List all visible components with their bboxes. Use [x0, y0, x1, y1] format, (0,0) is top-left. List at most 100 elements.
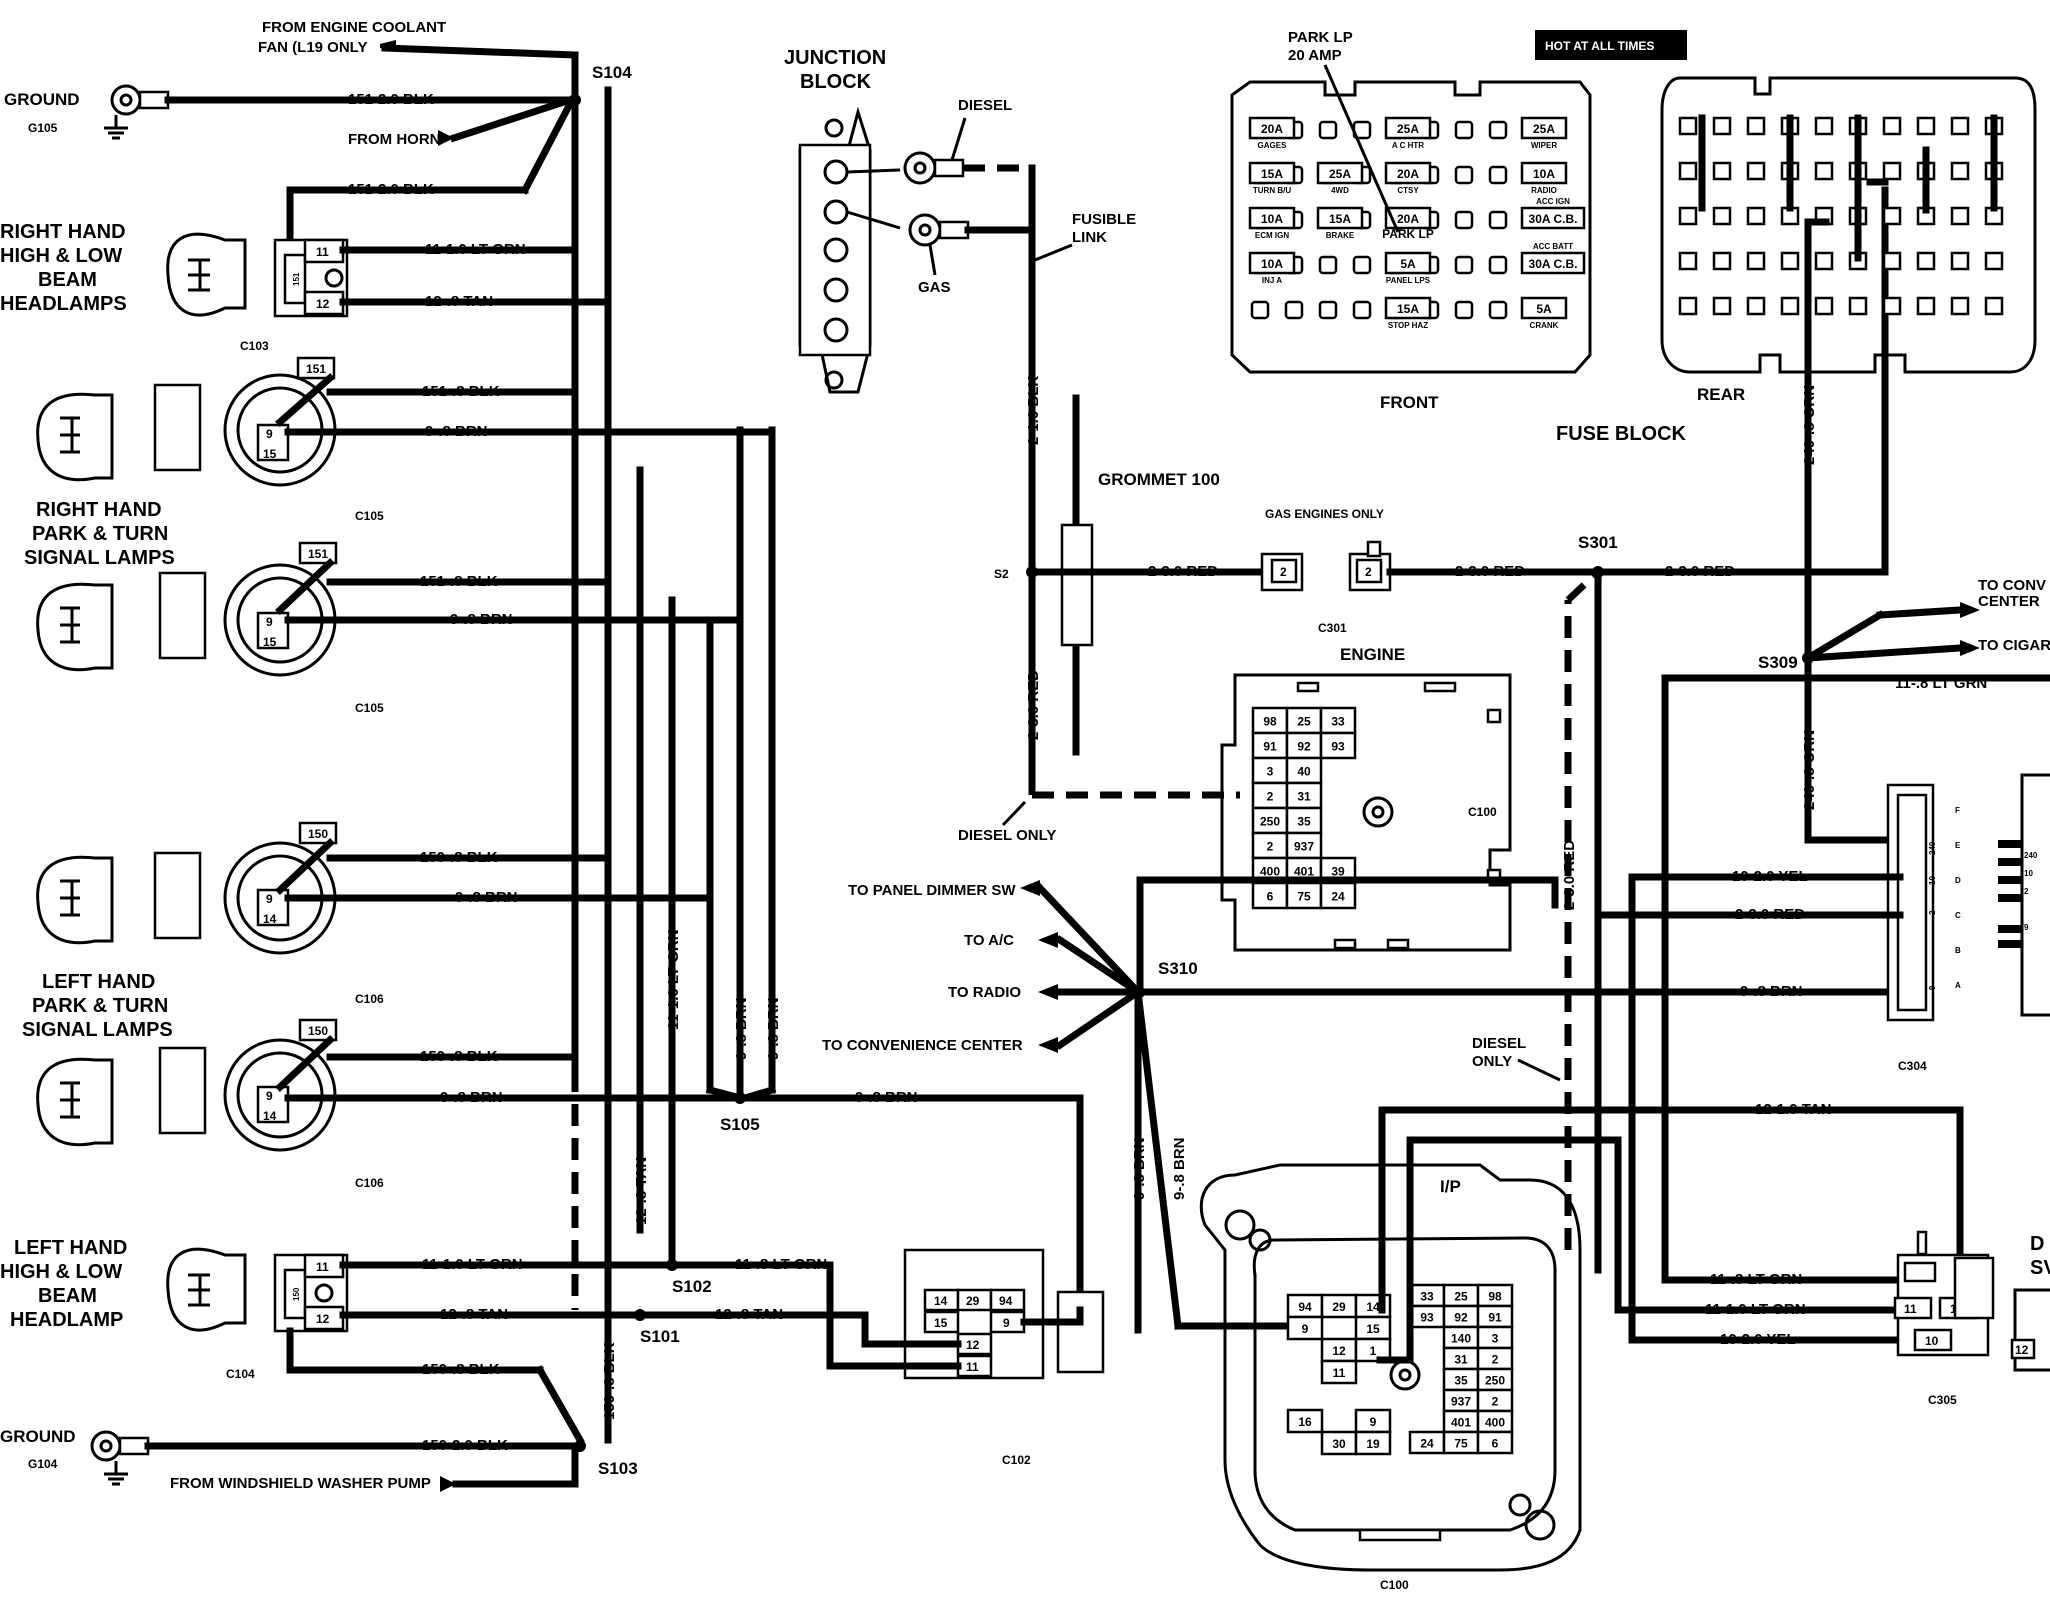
fuse-rear-grid [1678, 114, 2004, 316]
c106b-pin-9: 9 [266, 1089, 273, 1103]
splice-s102-label: S102 [672, 1277, 712, 1296]
fuse-1-2-name: CTSY [1397, 186, 1419, 195]
wire-11-8-lt-grn-h: 11-.8 LT GRN [1895, 675, 1987, 692]
c103-pin-11: 11 [316, 245, 329, 259]
wire-2-3-0-red-vert: 2-3.0 RED [1025, 670, 1042, 740]
connector-c106-a: C106 [355, 992, 384, 1006]
c106a-pin-9: 9 [266, 892, 273, 906]
fuse-3-2-amp: 30A C.B. [1529, 257, 1578, 271]
fuse-0-1-amp-box [1384, 116, 1432, 140]
rh-park-turn-label-3: SIGNAL LAMPS [24, 547, 175, 569]
lh-headlamp: LEFT HAND HIGH & LOW BEAM HEADLAMP 150 1… [0, 1237, 349, 1381]
c304-pin-b: B [1955, 946, 1961, 955]
connector-c102: C102 [1002, 1453, 1031, 1467]
fuse-front-slot [1352, 255, 1372, 275]
fuse-front-slot [1454, 210, 1474, 230]
junction-block: JUNCTION BLOCK [784, 47, 886, 394]
connector-c305: C305 [1928, 1393, 1957, 1407]
engine-cell-16: 39 [1331, 865, 1345, 879]
engine-cell-2: 33 [1331, 715, 1345, 729]
c305-pin-11: 11 [1904, 1302, 1917, 1316]
from-engine-coolant-label-2: FAN (L19 ONLY [258, 39, 367, 56]
wire-2-3-0-red-v2: 2-3.0 RED [1561, 840, 1578, 910]
engine-cell-10: 250 [1260, 815, 1280, 829]
left-harness-trunk [571, 51, 776, 1444]
fuse-rear-slot [1678, 161, 1698, 181]
fuse-block-label: FUSE BLOCK [1556, 423, 1687, 445]
ip-left-cell-4: 15 [1366, 1322, 1380, 1336]
rh-park-turn-lamp-lower: 9 15 151 C105 [36, 541, 384, 715]
wire-9-8-brn-b: 9-.8 BRN [450, 611, 513, 628]
wire-151-2-0-blk-label: 151-2.0 BLK [348, 91, 434, 108]
fuse-4-0-amp: 15A [1397, 302, 1419, 316]
ground-g105: GROUND G105 [4, 84, 170, 140]
fuse-front-slot [1488, 120, 1508, 140]
ip-lower-cell-3: 19 [1366, 1437, 1380, 1451]
c105a-label-151: 151 [306, 362, 326, 376]
to-conv-right-label-1: TO CONV [1978, 577, 2046, 594]
engine-cell-3-box [1251, 731, 1289, 760]
c304-pin-f: F [1955, 806, 1960, 815]
splice-s310-label: S310 [1158, 959, 1198, 978]
fuse-1-3-amp-box [1520, 161, 1568, 185]
junction-block-label-1: JUNCTION [784, 47, 886, 69]
fuse-3-1-amp-box [1384, 251, 1432, 275]
fuse-rear-slot [1882, 161, 1902, 181]
fuse-rear-slot [1780, 296, 1800, 316]
fuse-rear-slot [1950, 296, 1970, 316]
fuse-0-2-amp: 25A [1533, 122, 1555, 136]
fuse-rear-slot [1950, 161, 1970, 181]
fuse-3-2-amp-box [1520, 251, 1586, 275]
fuse-3-2-name: ACC BATT [1533, 242, 1573, 251]
engine-cell-6: 3 [1267, 765, 1274, 779]
wire-11-8-lt-grn-b: 11-.8 LT GRN [1710, 1271, 1802, 1288]
fuse-rear-slot [1916, 296, 1936, 316]
connector-c105-b: C105 [355, 701, 384, 715]
engine-cell-8: 2 [1267, 790, 1274, 804]
to-cigar-label: TO CIGAR [1978, 637, 2050, 654]
fuse-rear-slot [1814, 251, 1834, 271]
engine-cell-14: 400 [1260, 865, 1280, 879]
fuse-rear-slot [1950, 116, 1970, 136]
fuse-2-1-amp: 15A [1329, 212, 1351, 226]
wire-9-8-brn-c: 9-.8 BRN [455, 889, 518, 906]
rh-headlamps-label-2: HIGH & LOW [0, 245, 122, 267]
fuse-rear-slot [1780, 251, 1800, 271]
from-washer-label: FROM WINDSHIELD WASHER PUMP [170, 1475, 431, 1492]
rh-park-turn-label-2: PARK & TURN [32, 523, 168, 545]
wire-10-2-0-yel-b: 10-2.0 YEL [1720, 1331, 1796, 1348]
wire-151-8-blk-a: 151-.8 BLK [422, 383, 500, 400]
splice-s105 [734, 1092, 746, 1104]
engine-cell-12: 2 [1267, 840, 1274, 854]
fuse-rear-slot [1916, 116, 1936, 136]
c102-cell-11: 11 [966, 1360, 979, 1374]
c102-cell-14: 14 [934, 1294, 948, 1308]
ip-right-cell-12: 937 [1451, 1395, 1471, 1409]
diesel-only-label-2a: DIESEL [1472, 1035, 1526, 1052]
to-radio-label: TO RADIO [948, 984, 1021, 1001]
engine-cell-1: 25 [1297, 715, 1311, 729]
c105b-pin-9: 9 [266, 615, 273, 629]
fuse-2-2-amp: 20A [1397, 212, 1419, 226]
wire-2-3-0-red-d: 2-3.0 RED [1735, 906, 1805, 923]
fuse-2-3-amp-box [1520, 206, 1586, 230]
engine-cell-8-box [1251, 781, 1289, 810]
wire-12-8-tan-a: 12-.8 TAN [425, 293, 493, 310]
wire-240-8-orn-a: 240-.8 ORN [1801, 385, 1818, 465]
splice-s101-label: S101 [640, 1327, 680, 1346]
fuse-rear-slot [1712, 161, 1732, 181]
ip-right-cell-16: 24 [1420, 1437, 1434, 1451]
c304-wire-2: 2 [1928, 910, 1937, 915]
splice-s2-label: S2 [994, 567, 1009, 581]
park-lp-callout-1: PARK LP [1288, 29, 1353, 46]
fuse-3-1-amp: 5A [1400, 257, 1416, 271]
splice-s309-label: S309 [1758, 653, 1798, 672]
fuse-0-0-name: GAGES [1258, 141, 1288, 150]
fuse-rear-slot [1848, 296, 1868, 316]
c304-pin-d: D [1955, 876, 1961, 885]
fuse-0-1-amp: 25A [1397, 122, 1419, 136]
wire-12-8-tan-c: 12-.8 TAN [715, 1306, 783, 1323]
